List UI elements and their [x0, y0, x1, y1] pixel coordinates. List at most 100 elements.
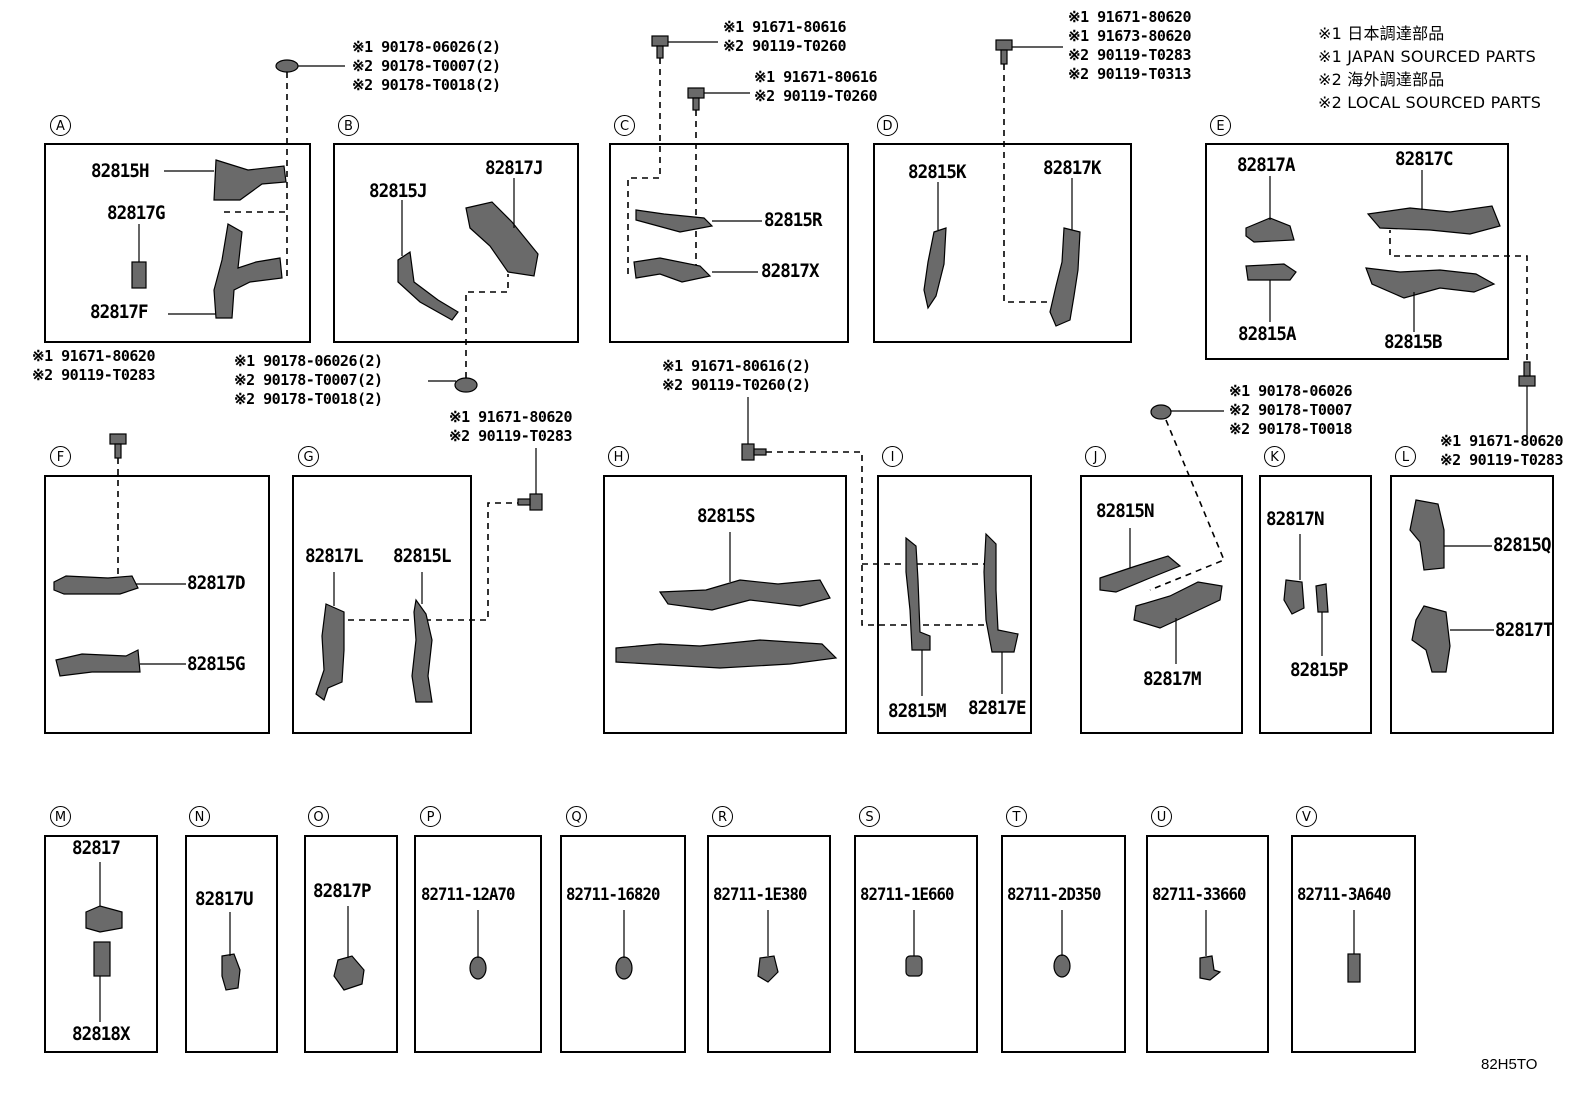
part-label[interactable]: 82817E — [968, 697, 1027, 719]
group-box-v[interactable] — [1291, 835, 1416, 1053]
group-box-c[interactable] — [609, 143, 849, 343]
diagram-code: 82H5TO — [1481, 1056, 1538, 1073]
fastener-icon[interactable] — [428, 377, 478, 393]
part-label[interactable]: 82815P — [1290, 659, 1349, 681]
fastener-icon[interactable] — [1150, 404, 1224, 420]
group-box-o[interactable] — [304, 835, 398, 1053]
part-label[interactable]: 82711-1E660 — [860, 885, 954, 905]
group-label-d: D — [877, 115, 898, 136]
part-label[interactable]: 82817N — [1266, 508, 1325, 530]
part-label[interactable]: 82815A — [1238, 323, 1297, 345]
group-box-s[interactable] — [854, 835, 978, 1053]
legend-line: ※2 海外調達部品 — [1318, 70, 1445, 89]
callout-g-top: ※1 91671-80620※2 90119-T0283 — [449, 408, 572, 445]
part-label[interactable]: 82815N — [1096, 500, 1155, 522]
part-label[interactable]: 82815K — [908, 161, 967, 183]
part-label[interactable]: 82817M — [1143, 668, 1202, 690]
fastener-icon[interactable] — [995, 39, 1063, 65]
part-label[interactable]: 82711-2D350 — [1007, 885, 1101, 905]
group-box-m[interactable] — [44, 835, 158, 1053]
group-label-p: P — [420, 806, 441, 827]
part-label[interactable]: 82815L — [393, 545, 452, 567]
part-label[interactable]: 82711-3A640 — [1297, 885, 1391, 905]
part-label[interactable]: 82711-33660 — [1152, 885, 1246, 905]
callout-d-top: ※1 91671-80620※1 91673-80620※2 90119-T02… — [1068, 8, 1191, 83]
group-box-l[interactable] — [1390, 475, 1554, 734]
part-label[interactable]: 82711-16820 — [566, 885, 660, 905]
part-label[interactable]: 82815G — [187, 653, 246, 675]
part-label[interactable]: 82815B — [1384, 331, 1443, 353]
group-box-f[interactable] — [44, 475, 270, 734]
group-box-r[interactable] — [707, 835, 831, 1053]
part-label[interactable]: 82817A — [1237, 154, 1296, 176]
group-box-a[interactable] — [44, 143, 311, 343]
group-label-a: A — [50, 115, 71, 136]
part-label[interactable]: 82817G — [107, 202, 166, 224]
group-label-f: F — [50, 446, 71, 467]
group-box-n[interactable] — [185, 835, 278, 1053]
group-label-k: K — [1264, 446, 1285, 467]
part-label[interactable]: 82815H — [91, 160, 150, 182]
group-label-i: I — [882, 446, 903, 467]
fastener-icon[interactable] — [741, 397, 767, 461]
callout-f-top: ※1 91671-80620※2 90119-T0283 — [32, 347, 155, 384]
group-label-s: S — [859, 806, 880, 827]
callout-j-top: ※1 90178-06026※2 90178-T0007※2 90178-T00… — [1229, 382, 1352, 438]
part-label[interactable]: 82815S — [697, 505, 756, 527]
fastener-icon[interactable] — [517, 448, 543, 511]
group-label-j: J — [1085, 446, 1106, 467]
group-label-t: T — [1006, 806, 1027, 827]
group-box-k[interactable] — [1259, 475, 1372, 734]
group-label-h: H — [608, 446, 629, 467]
group-box-g[interactable] — [292, 475, 472, 734]
group-label-b: B — [338, 115, 359, 136]
legend: ※1 日本調達部品 ※1 JAPAN SOURCED PARTS ※2 海外調達… — [1318, 22, 1541, 114]
part-label[interactable]: 82817C — [1395, 148, 1454, 170]
callout-b-bottom: ※1 90178-06026(2)※2 90178-T0007(2)※2 901… — [234, 352, 383, 408]
group-box-t[interactable] — [1001, 835, 1126, 1053]
callout-a-top: ※1 90178-06026(2)※2 90178-T0007(2)※2 901… — [352, 38, 501, 94]
group-box-u[interactable] — [1146, 835, 1269, 1053]
callout-c-top2: ※1 91671-80616※2 90119-T0260 — [754, 68, 877, 105]
group-label-o: O — [308, 806, 329, 827]
fastener-icon[interactable] — [651, 35, 718, 59]
part-label[interactable]: 82817J — [485, 157, 544, 179]
group-label-l: L — [1395, 446, 1416, 467]
callout-h-top: ※1 91671-80616(2)※2 90119-T0260(2) — [662, 357, 811, 394]
part-label[interactable]: 82815Q — [1493, 534, 1552, 556]
legend-line: ※2 LOCAL SOURCED PARTS — [1318, 93, 1542, 112]
group-label-v: V — [1296, 806, 1317, 827]
group-label-m: M — [50, 806, 71, 827]
group-label-u: U — [1151, 806, 1172, 827]
group-label-c: C — [614, 115, 635, 136]
part-label[interactable]: 82817U — [195, 888, 254, 910]
group-label-n: N — [189, 806, 210, 827]
part-label[interactable]: 82817T — [1495, 619, 1554, 641]
fastener-icon[interactable] — [109, 433, 127, 459]
part-label[interactable]: 82817D — [187, 572, 246, 594]
group-box-p[interactable] — [414, 835, 542, 1053]
part-label[interactable]: 82817X — [761, 260, 820, 282]
part-label[interactable]: 82815J — [369, 180, 428, 202]
group-box-d[interactable] — [873, 143, 1132, 343]
fastener-icon[interactable] — [1518, 361, 1536, 440]
group-label-q: Q — [566, 806, 587, 827]
group-box-q[interactable] — [560, 835, 686, 1053]
part-label[interactable]: 82817P — [313, 880, 372, 902]
fastener-icon[interactable] — [687, 87, 750, 111]
callout-l-top: ※1 91671-80620※2 90119-T0283 — [1440, 432, 1563, 469]
group-box-b[interactable] — [333, 143, 579, 343]
part-label[interactable]: 82815M — [888, 700, 947, 722]
part-label[interactable]: 82711-1E380 — [713, 885, 807, 905]
part-label[interactable]: 82817L — [305, 545, 364, 567]
part-label[interactable]: 82818X — [72, 1023, 131, 1045]
fastener-icon[interactable] — [275, 59, 345, 73]
group-label-g: G — [298, 446, 319, 467]
part-label[interactable]: 82817 — [72, 837, 121, 859]
part-label[interactable]: 82711-12A70 — [421, 885, 515, 905]
part-label[interactable]: 82817K — [1043, 157, 1102, 179]
group-label-r: R — [712, 806, 733, 827]
part-label[interactable]: 82817F — [90, 301, 149, 323]
group-box-i[interactable] — [877, 475, 1032, 734]
part-label[interactable]: 82815R — [764, 209, 823, 231]
